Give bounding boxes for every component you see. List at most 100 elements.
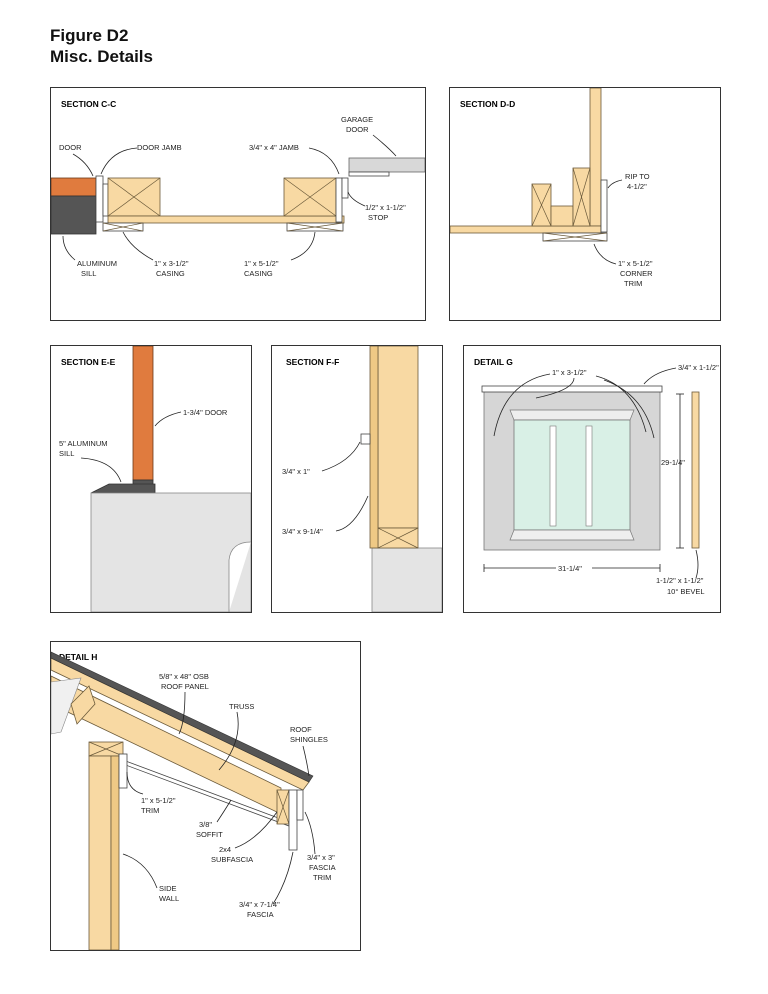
detail-h-title: DETAIL H (59, 652, 97, 662)
label-subfascia-1: 2x4 (219, 845, 231, 854)
label-height: 29-1/4" (661, 458, 685, 467)
label-side-wall-1: SIDE (159, 884, 177, 893)
label-door: DOOR (59, 143, 82, 152)
label-casing-a-1: 1" x 3-1/2" (154, 259, 189, 268)
label-osb-1: 5/8" x 48" OSB (159, 672, 209, 681)
jamb-shape (335, 177, 343, 223)
label-stop-2: STOP (368, 213, 388, 222)
slab-edge (228, 541, 251, 612)
door-shape (132, 346, 154, 481)
label-casing: 1" x 3-1/2" (552, 368, 587, 377)
label-shingles-1: ROOF (290, 725, 312, 734)
floor-board (107, 215, 345, 224)
detail-g-drawing: DETAIL G 3/4" x 1-1/2" 1" x 3-1/2" 29-1/… (474, 357, 719, 596)
label-shingles-2: SHINGLES (290, 735, 328, 744)
label-osb-2: ROOF PANEL (161, 682, 209, 691)
label-sill-1: 5" ALUMINUM (59, 439, 108, 448)
detail-g-title: DETAIL G (474, 357, 513, 367)
section-cc-panel: SECTION C-C GARAGE DOOR DOOR DOOR JAMB 3… (50, 87, 426, 321)
label-casing-a-2: CASING (156, 269, 185, 278)
label-sill-1: ALUMINUM (77, 259, 117, 268)
truss-web (70, 685, 96, 725)
window-muntin-left (549, 425, 557, 527)
section-dd-title: SECTION D-D (460, 99, 515, 109)
detail-h-drawing: DETAIL H 5/8" x 48" OSB ROOF PANEL TRUSS… (51, 651, 336, 950)
wall-horizontal (450, 225, 602, 234)
label-soffit-2: SOFFIT (196, 830, 223, 839)
figure-subtitle: Misc. Details (50, 47, 153, 66)
label-sill-2: SILL (59, 449, 74, 458)
rip-trim (600, 179, 608, 233)
label-trim-2: TRIM (141, 806, 159, 815)
section-ff-panel: SECTION F-F 3/4" x 1" 3/4" x 9-1/4" (271, 345, 443, 613)
window-glass (513, 419, 631, 531)
label-side-wall-2: WALL (159, 894, 179, 903)
concrete-slab (90, 492, 251, 612)
label-trim-1: 1" x 5-1/2" (141, 796, 176, 805)
stop-shape (341, 177, 349, 199)
wall-stud (377, 346, 419, 529)
aluminum-sill-shape (51, 195, 97, 235)
label-b: 3/4" x 9-1/4" (282, 527, 323, 536)
label-a: 3/4" x 1" (282, 467, 310, 476)
siding-board (369, 346, 379, 549)
label-stop-1: 1/2" x 1-1/2" (365, 203, 406, 212)
label-fascia-trim-3: TRIM (313, 873, 331, 882)
section-dd-drawing: SECTION D-D RIP TO 4-1/2" 1" x 5-1/2" CO… (450, 88, 653, 288)
door-jamb-shape (95, 175, 104, 223)
foundation (371, 547, 442, 612)
label-rip-1: RIP TO (625, 172, 650, 181)
label-bevel-1: 1-1/2" x 1-1/2" (656, 576, 704, 585)
section-cc-drawing: SECTION C-C GARAGE DOOR DOOR DOOR JAMB 3… (51, 99, 425, 278)
garage-door-shape (348, 157, 425, 173)
aluminum-sill-shape (90, 483, 156, 494)
detail-g-panel: DETAIL G 3/4" x 1-1/2" 1" x 3-1/2" 29-1/… (463, 345, 721, 613)
siding (110, 755, 120, 950)
door-shape (51, 177, 97, 197)
label-sill-2: SILL (81, 269, 96, 278)
label-soffit-1: 3/8" (199, 820, 212, 829)
label-door: 1-3/4" DOOR (183, 408, 228, 417)
window-frame-top (509, 409, 635, 421)
label-fascia-2: FASCIA (247, 910, 274, 919)
side-wall (88, 755, 112, 950)
label-subfascia-2: SUBFASCIA (211, 855, 253, 864)
label-jamb: 3/4" x 4" JAMB (249, 143, 299, 152)
label-fascia-trim-2: FASCIA (309, 863, 336, 872)
section-ee-panel: SECTION E-E 1-3/4" DOOR 5" ALUMINUM SILL (50, 345, 252, 613)
gable-block (51, 677, 82, 735)
label-trim-1: 1" x 5-1/2" (618, 259, 653, 268)
section-ee-title: SECTION E-E (61, 357, 116, 367)
fascia-trim (296, 789, 304, 821)
label-casing-b-1: 1" x 5-1/2" (244, 259, 279, 268)
stud-b (550, 205, 574, 227)
trim-3-4x1 (360, 433, 371, 445)
label-truss: TRUSS (229, 702, 254, 711)
label-fascia-trim-1: 3/4" x 3" (307, 853, 335, 862)
figure-number: Figure D2 (50, 26, 129, 45)
section-ff-drawing: SECTION F-F 3/4" x 1" 3/4" x 9-1/4" (282, 346, 442, 612)
label-fascia-1: 3/4" x 7-1/4" (239, 900, 280, 909)
stop-shape-left (102, 183, 109, 217)
label-door-jamb: DOOR JAMB (137, 143, 182, 152)
top-trim (481, 385, 663, 393)
wall-trim (118, 753, 128, 789)
label-casing-b-2: CASING (244, 269, 273, 278)
window-frame-bottom (509, 529, 635, 541)
label-top-trim: 3/4" x 1-1/2" (678, 363, 719, 372)
label-trim-3: TRIM (624, 279, 642, 288)
section-cc-title: SECTION C-C (61, 99, 116, 109)
section-dd-panel: SECTION D-D RIP TO 4-1/2" 1" x 5-1/2" CO… (449, 87, 721, 321)
section-ee-drawing: SECTION E-E 1-3/4" DOOR 5" ALUMINUM SILL (59, 346, 251, 612)
section-ff-title: SECTION F-F (286, 357, 339, 367)
label-garage-door-2: DOOR (346, 125, 369, 134)
window-muntin-right (585, 425, 593, 527)
detail-h-panel: DETAIL H 5/8" x 48" OSB ROOF PANEL TRUSS… (50, 641, 361, 951)
label-bevel-2: 10° BEVEL (667, 587, 705, 596)
label-garage-door-1: GARAGE (341, 115, 373, 124)
wall-vertical (589, 88, 602, 227)
label-width: 31-1/4" (558, 564, 582, 573)
label-rip-2: 4-1/2" (627, 182, 647, 191)
label-trim-2: CORNER (620, 269, 653, 278)
fascia (288, 789, 298, 851)
